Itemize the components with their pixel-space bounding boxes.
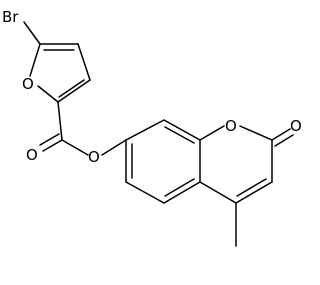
bond-o1-c2 (239, 125, 273, 141)
bond-c3-c4 (235, 181, 273, 204)
bond-c8-c8a (163, 119, 201, 141)
pyranone-ring (199, 125, 294, 247)
bond-ester-o-aryl (101, 139, 127, 156)
bond-c7-c8 (125, 119, 165, 141)
benzene-ring (125, 119, 201, 204)
bond-c3-c4-double (236, 178, 267, 197)
bond-c2-o-furan (37, 85, 59, 103)
bond-c5-o-furan (29, 43, 41, 77)
bond-lactone-co-b (274, 134, 294, 147)
bond-c4a-c5-double (164, 178, 195, 197)
furan-oxygen-label: O (22, 75, 34, 93)
bond-c5-c6 (125, 181, 165, 204)
bond-lactone-co-a (271, 128, 291, 141)
structure-canvas: Br O O O O O (2, 8, 302, 247)
bond-c8a-o1 (199, 125, 225, 141)
bond-c2-carbonyl (57, 101, 63, 141)
bond-carbonyl-ester-o (61, 139, 89, 156)
bromofuran-group (23, 21, 91, 103)
bromine-label: Br (2, 8, 19, 26)
molecule-diagram: Br O O O O O (2, 8, 302, 247)
ester-oxygen-label: O (88, 148, 100, 166)
bond-c4-c3 (77, 43, 91, 81)
bond-c4-c4a (199, 181, 237, 204)
carbonyl-oxygen-label: O (26, 146, 38, 164)
lactone-oxygen-label: O (290, 117, 302, 135)
bond-c3-c2 (57, 79, 91, 103)
bond-c4a-c5 (163, 181, 201, 204)
ester-group (39, 101, 127, 156)
bond-c8-c8a-double (164, 126, 195, 144)
ring-oxygen-label: O (225, 117, 237, 135)
bond-c3-c2-double (58, 79, 85, 98)
bond-br-c5 (23, 21, 41, 45)
bond-carbonyl-double-b (39, 133, 60, 146)
bond-carbonyl-double-a (42, 139, 63, 152)
